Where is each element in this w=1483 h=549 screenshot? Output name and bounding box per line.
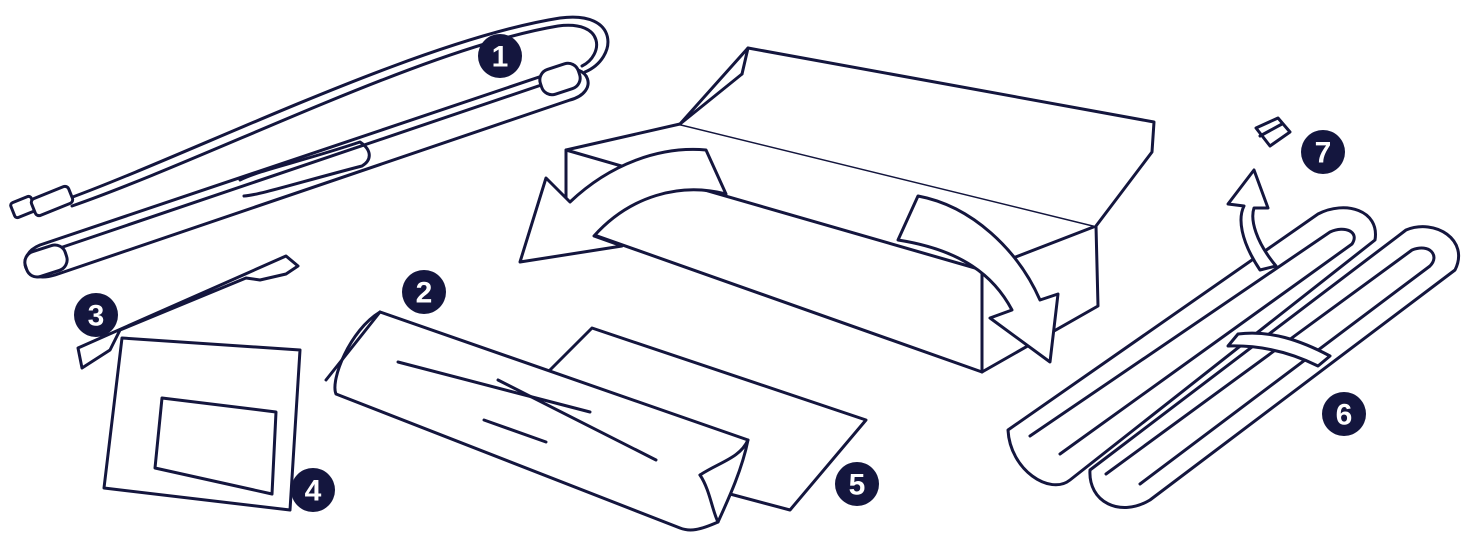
- callout-5-label: 5: [849, 469, 866, 502]
- callout-1-label: 1: [492, 41, 509, 74]
- callout-3-label: 3: [88, 300, 105, 333]
- cable-strap: [9, 15, 610, 279]
- open-left-arrow: [518, 147, 728, 264]
- shipping-box: [564, 46, 1156, 374]
- callout-1-badge: 1: [478, 34, 522, 78]
- callout-6-label: 6: [1336, 399, 1353, 432]
- callout-7-label: 7: [1315, 137, 1332, 170]
- callout-3-badge: 3: [74, 293, 118, 337]
- callout-2-label: 2: [416, 277, 433, 310]
- clip-strip: [76, 254, 300, 370]
- callout-7-badge: 7: [1301, 130, 1345, 174]
- label-card: [102, 336, 302, 512]
- open-right-arrow: [896, 194, 1060, 364]
- callout-4-label: 4: [305, 475, 322, 508]
- callout-2-badge: 2: [402, 270, 446, 314]
- small-plug: [1254, 116, 1292, 148]
- callout-4-badge: 4: [291, 468, 335, 512]
- callout-5-badge: 5: [835, 462, 879, 506]
- callout-6-badge: 6: [1322, 392, 1366, 436]
- lift-up-arrow: [1226, 168, 1278, 272]
- folded-sleeve: [324, 310, 750, 532]
- foam-tray: [1006, 206, 1461, 510]
